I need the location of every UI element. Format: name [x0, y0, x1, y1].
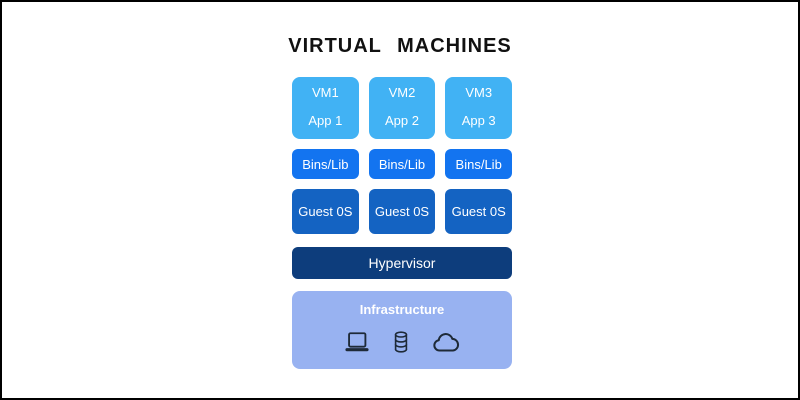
- bins-lib-box: Bins/Lib: [445, 149, 513, 179]
- database-icon: [394, 331, 408, 353]
- infrastructure-label: Infrastructure: [359, 302, 445, 317]
- guest-os-box: Guest 0S: [292, 189, 359, 234]
- vm1-box: VM1 App 1: [292, 77, 359, 139]
- guest-os-box: Guest 0S: [368, 189, 436, 234]
- vm3-label: VM3: [465, 85, 493, 100]
- bins-lib-box: Bins/Lib: [292, 149, 359, 179]
- app3-label: App 3: [461, 113, 496, 128]
- bins-lib-row: Bins/Lib Bins/Lib Bins/Lib: [292, 149, 513, 179]
- laptop-icon: [345, 332, 369, 352]
- page-title: VIRTUAL MACHINES: [288, 35, 512, 57]
- vm3-box: VM3 App 3: [445, 77, 513, 139]
- guest-os-box: Guest 0S: [445, 189, 513, 234]
- app2-label: App 2: [385, 113, 419, 128]
- guest-os-row: Guest 0S Guest 0S Guest 0S: [292, 189, 513, 234]
- vm1-label: VM1: [311, 85, 339, 100]
- bins-lib-box: Bins/Lib: [368, 149, 436, 179]
- app1-label: App 1: [308, 113, 343, 128]
- infrastructure-box: Infrastructure: [292, 291, 512, 369]
- vm-row: VM1 App 1 VM2 App 2 VM3 App 3: [292, 77, 513, 139]
- hypervisor-bar: Hypervisor: [292, 247, 512, 279]
- vm2-label: VM2: [388, 85, 416, 100]
- infrastructure-icons: [343, 328, 461, 356]
- vm2-box: VM2 App 2: [368, 77, 436, 139]
- cloud-icon: [433, 333, 460, 352]
- vm-stack: VM1 App 1 VM2 App 2 VM3 App 3 Bins/Lib B…: [292, 77, 513, 369]
